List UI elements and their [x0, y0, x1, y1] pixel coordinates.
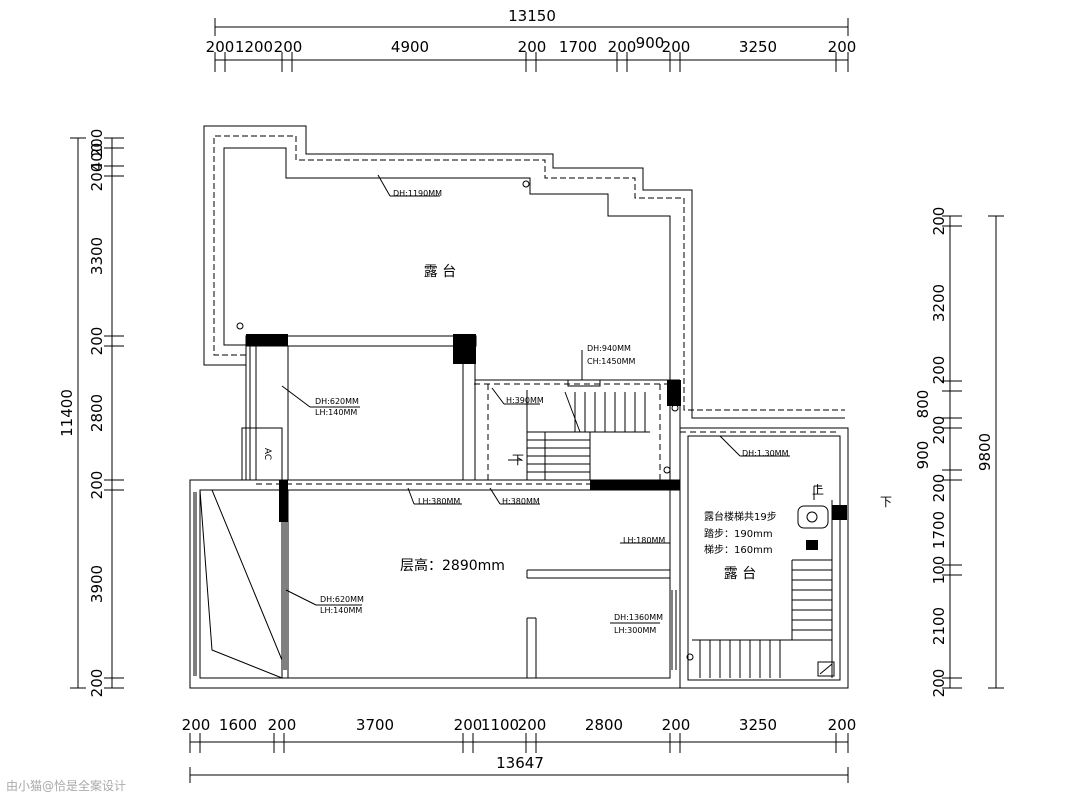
- note-lh-380-a: LH:380MM: [418, 497, 460, 506]
- terrace-stairs: [692, 485, 835, 678]
- bottom-dim-7: 200: [518, 716, 547, 734]
- note-lh-300: LH:300MM: [614, 626, 656, 635]
- bottom-dim-9: 200: [662, 716, 691, 734]
- top-dim-2: 1200: [235, 38, 273, 56]
- note-h-380: H:380MM: [502, 497, 540, 506]
- left-dim-2: 400: [88, 143, 106, 172]
- right-dim-5: 200: [930, 416, 948, 445]
- left-dim-7: 200: [88, 471, 106, 500]
- windows: [193, 346, 677, 679]
- top-dim-3: 200: [274, 38, 303, 56]
- left-dim-3: 200: [88, 163, 106, 192]
- right-dim-4: 800: [914, 390, 932, 419]
- top-dimension-chain: [214, 18, 849, 72]
- right-dim-9: 100: [930, 556, 948, 585]
- top-terrace-parapet: [203, 125, 845, 419]
- bottom-dimension-chain: [189, 733, 849, 783]
- note-dh-620-b: DH:620MM: [320, 595, 364, 604]
- left-dim-5: 200: [88, 327, 106, 356]
- right-dim-10: 2100: [930, 607, 948, 645]
- top-dim-11: 200: [828, 38, 857, 56]
- top-total-dimension: 13150: [508, 7, 556, 25]
- ceiling-height-label: 层高：2890mm: [400, 557, 505, 574]
- bottom-dim-6: 1100: [481, 716, 519, 734]
- bottom-dim-11: 200: [828, 716, 857, 734]
- top-dim-1: 200: [206, 38, 235, 56]
- left-dim-8: 3900: [88, 565, 106, 603]
- top-dim-6: 1700: [559, 38, 597, 56]
- left-dim-6: 2800: [88, 394, 106, 432]
- bottom-total-dimension: 13647: [496, 754, 544, 772]
- note-ch-1450: CH:1450MM: [587, 357, 636, 366]
- bottom-dim-3: 200: [268, 716, 297, 734]
- top-dim-9: 200: [662, 38, 691, 56]
- drain-circles: [236, 180, 694, 661]
- right-dim-11: 200: [930, 669, 948, 698]
- right-dim-7: 200: [930, 474, 948, 503]
- inner-stairs: [508, 379, 650, 480]
- main-walls: [189, 335, 849, 689]
- note-dh-130: DH:1.30MM: [742, 449, 789, 458]
- note-lh-140-a: LH:140MM: [315, 408, 357, 417]
- bottom-dim-8: 2800: [585, 716, 623, 734]
- bottom-dim-1: 200: [182, 716, 211, 734]
- top-dim-5: 200: [518, 38, 547, 56]
- right-dim-2: 3200: [930, 284, 948, 322]
- note-h-390: H:390MM: [506, 396, 544, 405]
- right-dim-6: 900: [914, 441, 932, 470]
- stair-up-label: 上: [812, 483, 824, 497]
- top-dim-4: 4900: [391, 38, 429, 56]
- note-dh-620-a: DH:620MM: [315, 397, 359, 406]
- terrace-top-label: 露 台: [424, 264, 456, 280]
- top-dim-7: 200: [608, 38, 637, 56]
- right-dimension-chain: [942, 215, 1004, 689]
- left-dimension-chain: [70, 137, 124, 689]
- bottom-dim-2: 1600: [219, 716, 257, 734]
- stair-down-label: 下: [512, 453, 524, 467]
- right-dim-3: 200: [930, 356, 948, 385]
- note-dh-1190: DH:1190MM: [393, 189, 442, 198]
- left-dim-9: 200: [88, 669, 106, 698]
- note-dh-940: DH:940MM: [587, 344, 631, 353]
- structural-columns: [246, 334, 847, 550]
- note-stair-count: 露台楼梯共19步: [704, 510, 777, 523]
- note-riser: 梯步：160mm: [704, 543, 773, 556]
- left-dim-1: 200: [88, 129, 106, 158]
- leader-lines: [281, 174, 790, 624]
- left-dim-4: 3300: [88, 237, 106, 275]
- watermark: 由小猫@恰是全案设计: [6, 778, 126, 793]
- right-total-dimension: 9800: [976, 433, 994, 471]
- bottom-dim-10: 3250: [739, 716, 777, 734]
- terrace-right-label: 露 台: [724, 566, 756, 582]
- right-dim-1: 200: [930, 207, 948, 236]
- note-lh-180: LH:180MM: [623, 536, 665, 545]
- note-lh-140-b: LH:140MM: [320, 606, 362, 615]
- left-total-dimension: 11400: [58, 389, 76, 437]
- terrace-down-label: 下: [880, 495, 892, 509]
- right-dim-8: 1700: [930, 511, 948, 549]
- bottom-dim-5: 200: [454, 716, 483, 734]
- note-dh-1360: DH:1360MM: [614, 613, 663, 622]
- bottom-dim-4: 3700: [356, 716, 394, 734]
- top-dim-8: 900: [636, 34, 665, 52]
- ac-unit-label: AC: [262, 448, 272, 460]
- top-dim-10: 3250: [739, 38, 777, 56]
- note-tread: 踏步：190mm: [704, 527, 773, 540]
